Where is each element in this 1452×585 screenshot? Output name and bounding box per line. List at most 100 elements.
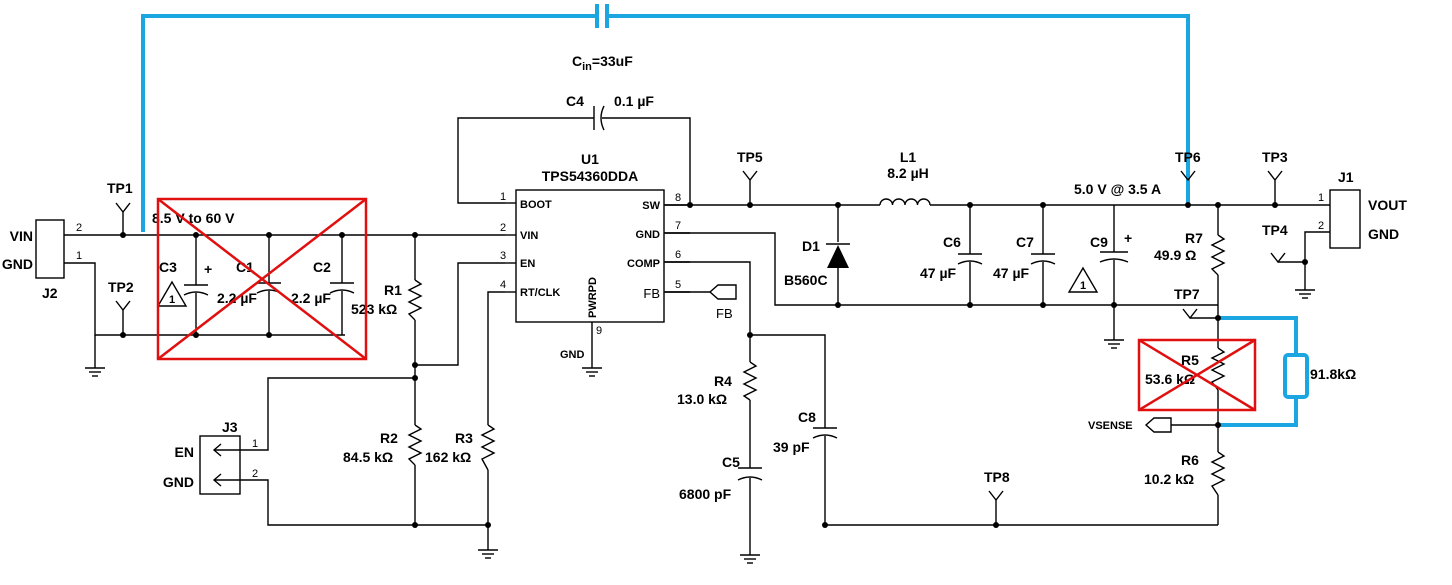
vsense-net-flag: VSENSE — [1088, 417, 1172, 433]
ic-pin-name: BOOT — [520, 199, 552, 211]
j3-label: GND — [163, 474, 194, 490]
cin-annotation: Cin=33uF — [572, 53, 633, 73]
ic-pin-name: GND — [636, 229, 661, 241]
j2-pin: 2 — [76, 222, 82, 234]
ic-pin-num: 8 — [675, 192, 681, 204]
r1-value: 523 kΩ — [351, 301, 397, 317]
testpoint-tp1: TP1 — [107, 180, 133, 214]
ic-pin-name: EN — [520, 258, 535, 270]
capacitor-c9: C9 + 1 — [1067, 230, 1132, 293]
ic-pin-name: COMP — [627, 258, 660, 270]
vin-range-label: 8.5 V to 60 V — [152, 210, 235, 226]
ic-pin-name: PWRPD — [587, 277, 599, 318]
capacitor-c5: C5 6800 pF — [679, 454, 763, 502]
resistor-r4: R4 13.0 kΩ — [677, 361, 758, 407]
fb-net-flag: FB — [708, 284, 737, 321]
c7-value: 47 µF — [993, 265, 1030, 281]
c4-value: 0.1 µF — [614, 93, 654, 109]
d1-ref: D1 — [802, 238, 820, 254]
l1-value: 8.2 µH — [887, 165, 929, 181]
testpoint-tp2: TP2 — [108, 279, 134, 312]
c5-value: 6800 pF — [679, 486, 732, 502]
ic-pin-num: 2 — [500, 222, 506, 234]
r5-ref: R5 — [1181, 352, 1199, 368]
ic-pin-num: 5 — [675, 279, 681, 291]
c2-ref: C2 — [313, 259, 331, 275]
c9-warning-mark: 1 — [1080, 280, 1086, 292]
c3-warning-mark: 1 — [169, 294, 175, 306]
j3-pin: 2 — [252, 468, 258, 480]
pwrpd-gnd-label: GND — [560, 349, 585, 361]
r7-ref: R7 — [1185, 230, 1203, 246]
j2-pin: 1 — [76, 250, 82, 262]
j2-label: VIN — [10, 228, 33, 244]
r2-value: 84.5 kΩ — [343, 449, 393, 465]
d1-value: B560C — [784, 272, 828, 288]
resistor-r2: R2 84.5 kΩ — [343, 424, 423, 466]
c3-plus: + — [204, 261, 212, 277]
resistor-r6: R6 10.2 kΩ — [1144, 451, 1226, 496]
c6-value: 47 µF — [920, 265, 957, 281]
j3-ref: J3 — [222, 419, 238, 435]
ic-pin-name: RT/CLK — [520, 287, 560, 299]
c9-ref: C9 — [1090, 234, 1108, 250]
r4-value: 13.0 kΩ — [677, 391, 727, 407]
j1-pin: 2 — [1318, 220, 1324, 232]
testpoint-tp6: TP6 — [1175, 149, 1201, 182]
cin-modification — [141, 4, 1190, 232]
ground-symbols — [85, 289, 1315, 564]
capacitor-c7: C7 47 µF — [993, 234, 1056, 281]
tp6-label: TP6 — [1175, 149, 1201, 165]
resistor-r1: R1 523 kΩ — [351, 279, 423, 321]
tp8-label: TP8 — [984, 469, 1010, 485]
capacitor-c3: C3 + 1 — [156, 259, 212, 307]
capacitor-c1: C1 2.2 µF — [217, 259, 282, 306]
vout-spec-label: 5.0 V @ 3.5 A — [1074, 181, 1161, 197]
r4-ref: R4 — [714, 373, 732, 389]
input-caps-removed-mark — [156, 197, 368, 361]
testpoint-tp4: TP4 — [1262, 222, 1288, 264]
j1-label: GND — [1368, 226, 1399, 242]
ic-pin-name: FB — [643, 286, 660, 301]
testpoint-tp8: TP8 — [984, 469, 1010, 502]
capacitor-c2: C2 2.2 µF — [291, 259, 355, 306]
inductor-l1: L1 8.2 µH — [879, 149, 931, 206]
r3-ref: R3 — [455, 430, 473, 446]
testpoint-tp3: TP3 — [1262, 149, 1288, 182]
ic-pin-num: 3 — [500, 250, 506, 262]
ic-ref: U1 — [581, 151, 599, 167]
ic-part: TPS54360DDA — [542, 168, 639, 184]
diode-d1: D1 B560C — [784, 238, 850, 288]
testpoint-tp5: TP5 — [737, 149, 763, 182]
j1-ref: J1 — [1338, 169, 1354, 185]
connector-j3: J3 1 2 EN GND — [163, 419, 258, 495]
connector-j1: J1 1 2 VOUT GND — [1318, 169, 1407, 249]
c4-ref: C4 — [566, 93, 584, 109]
junctions — [120, 202, 1308, 528]
tp2-label: TP2 — [108, 279, 134, 295]
r5-new-value: 91.8kΩ — [1310, 366, 1356, 382]
j1-label: VOUT — [1368, 197, 1407, 213]
c6-ref: C6 — [943, 234, 961, 250]
r5-removed-mark — [1137, 338, 1257, 412]
j3-pin: 1 — [252, 438, 258, 450]
capacitor-c6: C6 47 µF — [920, 234, 983, 281]
r6-value: 10.2 kΩ — [1144, 471, 1194, 487]
r7-value: 49.9 Ω — [1154, 247, 1196, 263]
ic-pin-name: SW — [642, 200, 660, 212]
r1-ref: R1 — [384, 282, 402, 298]
r3-value: 162 kΩ — [425, 449, 471, 465]
j1-pin: 1 — [1318, 192, 1324, 204]
c5-ref: C5 — [722, 454, 740, 470]
tp4-label: TP4 — [1262, 222, 1288, 238]
fb-net-label: FB — [716, 306, 733, 321]
j3-label: EN — [175, 444, 194, 460]
tp5-label: TP5 — [737, 149, 763, 165]
c7-ref: C7 — [1016, 234, 1034, 250]
capacitor-c8: C8 39 pF — [773, 409, 838, 455]
j2-label: GND — [2, 256, 33, 272]
r5-replacement — [1218, 316, 1309, 427]
c8-value: 39 pF — [773, 439, 810, 455]
c8-ref: C8 — [798, 409, 816, 425]
